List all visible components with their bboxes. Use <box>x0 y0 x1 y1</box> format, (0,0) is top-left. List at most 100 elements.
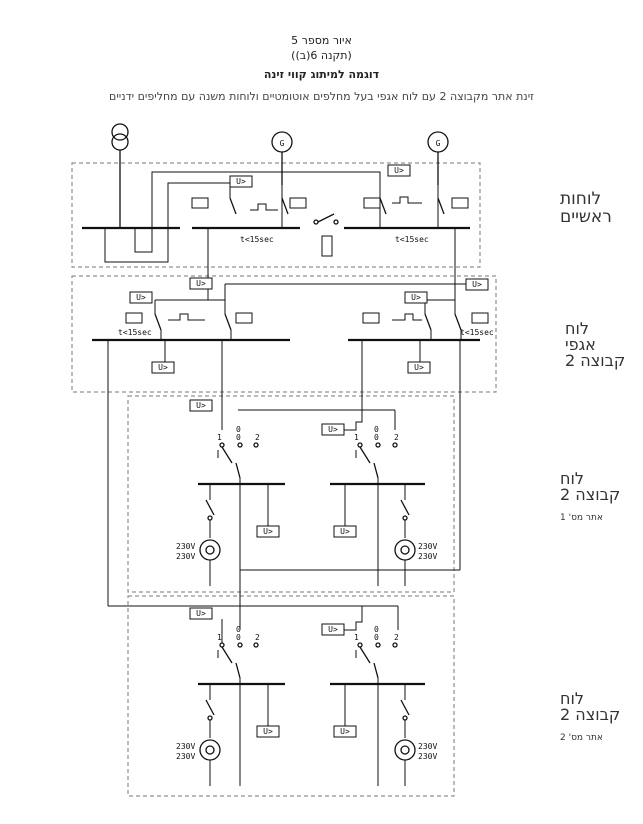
svg-text:0: 0 <box>374 425 379 434</box>
voltage-relay-box <box>407 361 431 374</box>
figure-subtitle: זינת אתר מקבוצה 2 עם לוח אגפי בעל מחלפים… <box>109 90 534 103</box>
voltage-relay-box <box>189 277 213 290</box>
feed-wire-b <box>104 182 230 263</box>
voltage-label: 230V <box>418 742 437 751</box>
svg-text:0: 0 <box>374 633 379 642</box>
voltage-relay-label: U> <box>196 401 206 410</box>
transfer-time-label: t<15sec <box>395 235 429 244</box>
site1-right-outgoing <box>344 484 410 586</box>
wing-panel-label-1: לוח <box>565 319 589 338</box>
site2-panel-label-2: קבוצה 2 <box>560 705 620 724</box>
wing-panel-boundary <box>71 275 497 393</box>
svg-text:1: 1 <box>354 433 359 442</box>
site1-panel-label-2: קבוצה 2 <box>560 485 620 504</box>
actuator-icon <box>191 197 209 209</box>
generator-2-icon: G <box>427 131 449 185</box>
manual-changeover-switch-4: 1 0 0 2 <box>344 606 399 684</box>
site2-right-outgoing <box>344 684 410 786</box>
voltage-label: 230V <box>418 542 437 551</box>
voltage-relay-label: U> <box>236 177 246 186</box>
actuator-icon <box>125 312 143 324</box>
voltage-relay-box <box>129 291 153 304</box>
isolation-transformer-icon <box>394 739 416 786</box>
voltage-label: 230V <box>176 742 195 751</box>
site1-panel-boundary <box>127 395 455 593</box>
svg-text:1: 1 <box>354 633 359 642</box>
generator-2-label: G <box>436 139 441 148</box>
svg-text:0: 0 <box>374 433 379 442</box>
voltage-relay-label: U> <box>328 425 338 434</box>
figure-title: דוגמה למיתוג קווי זינה <box>263 68 380 81</box>
svg-text:0: 0 <box>236 433 241 442</box>
site2-panel-boundary <box>127 595 455 797</box>
figure-number: איור מספר 5 <box>291 34 352 47</box>
isolation-transformer-icon <box>199 539 221 586</box>
voltage-label: 230V <box>176 552 195 561</box>
voltage-relay-box <box>333 725 357 738</box>
manual-changeover-switch-1: 1 0 0 2 <box>217 425 260 484</box>
voltage-relay-label: U> <box>328 625 338 634</box>
feed-wire-a <box>134 171 381 253</box>
voltage-relay-box <box>151 361 175 374</box>
regulation-ref: (תקנה 6(ב)) <box>291 49 352 62</box>
bus-tie-actuator-icon <box>321 235 333 257</box>
voltage-relay-label: U> <box>196 279 206 288</box>
voltage-relay-box <box>256 525 280 538</box>
site1-left-outgoing <box>205 484 269 586</box>
svg-text:2: 2 <box>255 633 260 642</box>
voltage-relay-label: U> <box>414 363 424 372</box>
voltage-label: 230V <box>176 752 195 761</box>
voltage-relay-label: U> <box>340 727 350 736</box>
actuator-icon <box>451 197 469 209</box>
site2-panel-label-1: לוח <box>560 689 584 708</box>
isolation-transformer-icon <box>394 539 416 586</box>
voltage-label: 230V <box>418 752 437 761</box>
voltage-relay-label: U> <box>196 609 206 618</box>
voltage-label: 230V <box>176 542 195 551</box>
actuator-icon <box>362 312 380 324</box>
svg-text:2: 2 <box>394 633 399 642</box>
svg-text:0: 0 <box>236 425 241 434</box>
voltage-relay-label: U> <box>158 363 168 372</box>
voltage-relay-box <box>333 525 357 538</box>
wing-panel-label-3: קבוצה 2 <box>565 351 625 370</box>
transfer-time-label: t<15sec <box>460 328 494 337</box>
voltage-relay-label: U> <box>263 527 273 536</box>
site2-number: אתר מס' 2 <box>560 733 603 743</box>
svg-text:2: 2 <box>255 433 260 442</box>
transfer-time-label: t<15sec <box>118 328 152 337</box>
voltage-relay-box <box>229 175 253 188</box>
voltage-relay-box <box>189 399 213 412</box>
voltage-relay-label: U> <box>340 527 350 536</box>
transfer-time-label: t<15sec <box>240 235 274 244</box>
voltage-relay-label: U> <box>263 727 273 736</box>
voltage-relay-label: U> <box>411 293 421 302</box>
actuator-icon <box>289 197 307 209</box>
voltage-relay-label: U> <box>472 280 482 289</box>
manual-changeover-switch-2: 1 0 0 2 <box>344 410 399 484</box>
site2-left-outgoing <box>205 684 269 786</box>
voltage-label: 230V <box>418 552 437 561</box>
voltage-relay-box <box>404 291 428 304</box>
main-panels-boundary <box>71 162 481 268</box>
voltage-relay-label: U> <box>136 293 146 302</box>
main-panels-label-1: לוחות <box>560 189 601 209</box>
actuator-icon <box>235 312 253 324</box>
actuator-icon <box>363 197 381 209</box>
svg-text:0: 0 <box>236 633 241 642</box>
svg-text:0: 0 <box>374 625 379 634</box>
actuator-icon <box>471 312 489 324</box>
main-panels-label-2: ראשיים <box>560 207 612 227</box>
voltage-relay-box <box>465 278 489 291</box>
site1-panel-label-1: לוח <box>560 469 584 488</box>
wing-panel-label-2: אגפי <box>565 335 596 354</box>
manual-changeover-switch-3: 1 0 0 2 <box>217 619 260 684</box>
voltage-relay-box <box>189 607 213 620</box>
main-switches <box>229 197 445 225</box>
wing-switches <box>154 313 462 331</box>
generator-1-label: G <box>280 139 285 148</box>
voltage-relay-label: U> <box>394 166 404 175</box>
generator-1-icon: G <box>271 131 293 185</box>
svg-text:1: 1 <box>217 433 222 442</box>
